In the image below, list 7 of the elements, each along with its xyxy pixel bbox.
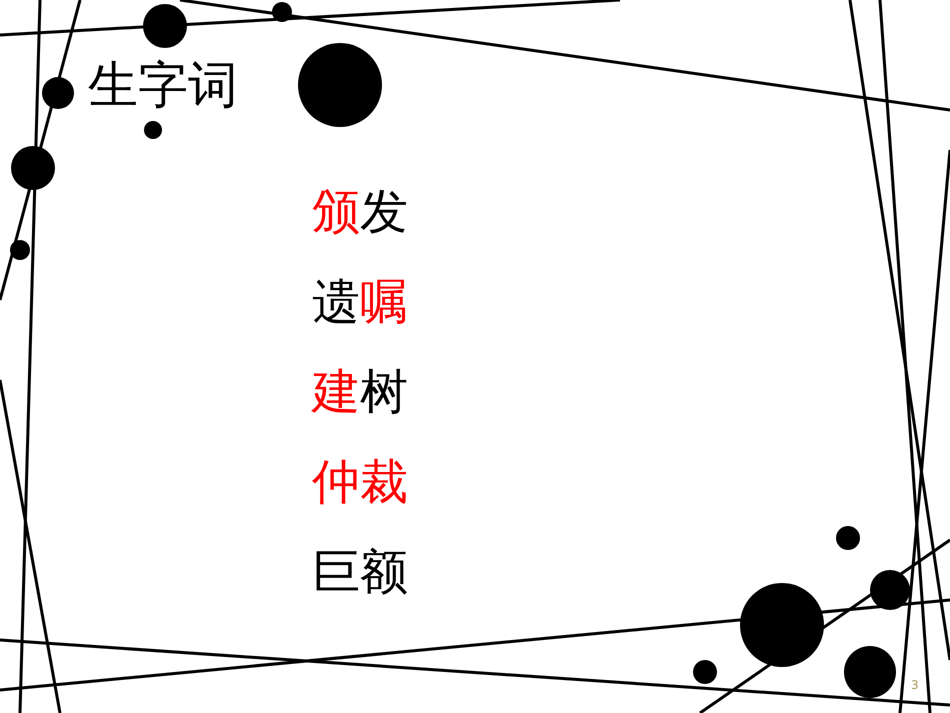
slide-title: 生字词 — [88, 60, 238, 110]
vocabulary-word: 遗嘱 — [312, 278, 408, 326]
page-number: 3 — [911, 679, 919, 691]
vocabulary-word: 仲裁 — [312, 458, 408, 506]
vocabulary-word: 巨额 — [312, 548, 408, 596]
vocabulary-word: 颁发 — [312, 188, 408, 236]
vocabulary-word: 建树 — [312, 368, 408, 416]
